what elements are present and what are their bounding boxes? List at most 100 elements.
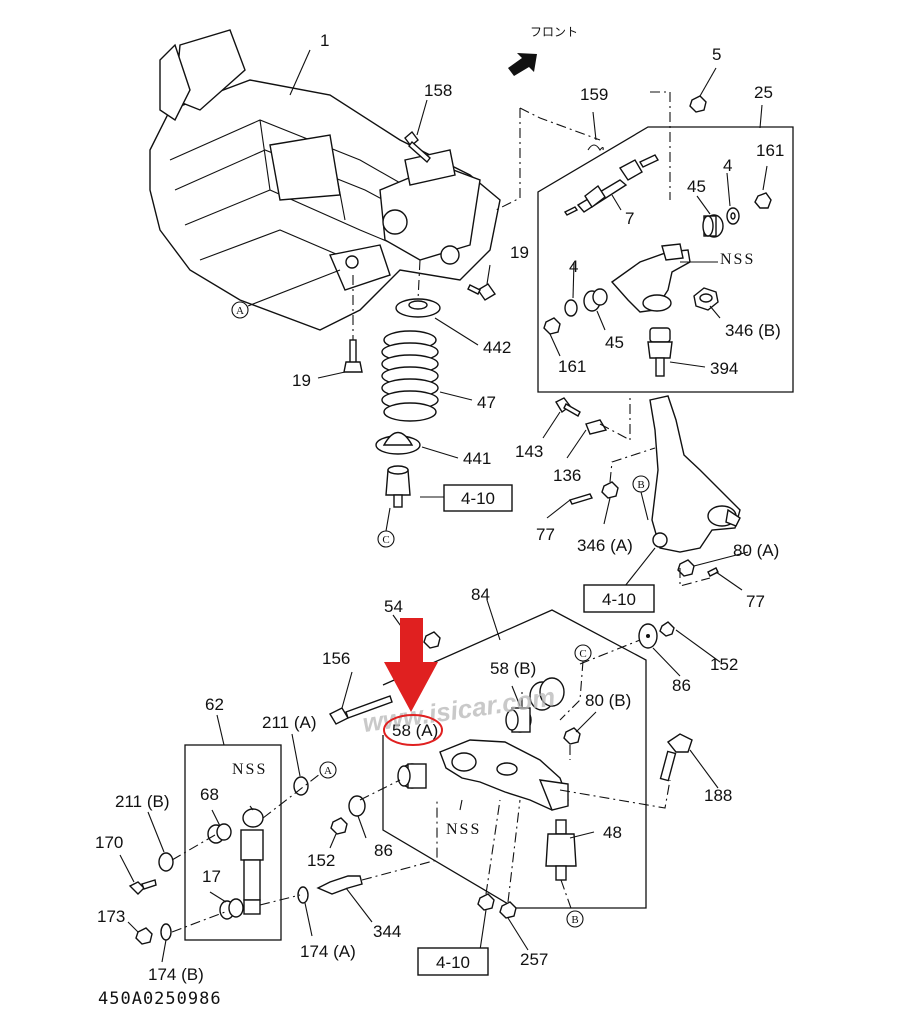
bushing-68 xyxy=(207,823,232,844)
callout-152-top: 152 xyxy=(710,655,738,674)
nut-80a xyxy=(677,559,695,577)
callout-48: 48 xyxy=(603,823,622,842)
callout-62: 62 xyxy=(205,695,224,714)
pin-77-right xyxy=(707,567,719,577)
nut-257 xyxy=(499,901,517,919)
nut-161-top xyxy=(754,192,772,209)
bushing-58a xyxy=(397,763,427,789)
callout-173: 173 xyxy=(97,907,125,926)
callout-188: 188 xyxy=(704,786,732,805)
callout-211a: 211 (A) xyxy=(262,713,317,732)
callout-4-top: 4 xyxy=(723,156,732,175)
callout-161-top: 161 xyxy=(756,141,784,160)
svg-text:C: C xyxy=(579,648,586,660)
callout-158: 158 xyxy=(424,81,452,100)
nut-152-top xyxy=(659,621,675,637)
callout-86-bottom: 86 xyxy=(374,841,393,860)
washer-86-bottom xyxy=(348,795,366,817)
ref-box-4-10-middle[interactable]: 4-10 xyxy=(583,584,655,613)
svg-text:4-10: 4-10 xyxy=(436,953,470,972)
upper-arm-frame-25 xyxy=(537,126,794,393)
bushing-58b xyxy=(505,707,532,733)
crossmember-frame xyxy=(149,29,501,331)
nut-5 xyxy=(689,95,707,113)
washer-4-top xyxy=(726,207,740,225)
callout-346b: 346 (B) xyxy=(725,321,781,340)
bushing-45-top xyxy=(702,214,724,238)
callout-159: 159 xyxy=(580,85,608,104)
bolt-344 xyxy=(316,875,363,895)
washer-86-top xyxy=(638,623,658,649)
callout-86-top: 86 xyxy=(672,676,691,695)
ref-box-4-10-top[interactable]: 4-10 xyxy=(443,484,513,512)
callout-5: 5 xyxy=(712,45,721,64)
connector-a-bottom: A xyxy=(319,761,337,779)
steering-knuckle xyxy=(649,395,741,553)
callout-174a: 174 (A) xyxy=(300,942,356,961)
callout-136: 136 xyxy=(553,466,581,485)
callout-170: 170 xyxy=(95,833,123,852)
callout-442: 442 xyxy=(483,338,511,357)
callout-19-right: 19 xyxy=(510,243,529,262)
connector-b-top: B xyxy=(632,475,650,493)
nss-label-upper-arm: NSS xyxy=(720,251,755,268)
nut-346a xyxy=(601,481,619,499)
front-label: フロント xyxy=(530,25,578,39)
callout-77-left: 77 xyxy=(536,525,555,544)
ref-box-4-10-bottom[interactable]: 4-10 xyxy=(417,947,489,976)
shaft-7 xyxy=(563,154,659,216)
highlight-ellipse xyxy=(383,714,443,746)
shock-frame-62 xyxy=(184,744,282,941)
shock-absorber xyxy=(240,808,264,915)
nut-4-10-bottom xyxy=(477,893,495,911)
bump-stopper-441 xyxy=(375,431,421,508)
callout-68: 68 xyxy=(200,785,219,804)
callout-54: 54 xyxy=(384,597,403,616)
nut-173 xyxy=(135,927,153,945)
nut-161-bottom xyxy=(543,317,561,335)
svg-text:A: A xyxy=(236,305,244,317)
nss-label-lower-arm: NSS xyxy=(446,821,481,838)
upper-arm xyxy=(610,243,691,313)
washer-174a xyxy=(297,886,309,904)
callout-58a: 58 (A) xyxy=(392,721,438,740)
ball-joint-48 xyxy=(545,819,577,881)
callout-84: 84 xyxy=(471,585,490,604)
callout-80a: 80 (A) xyxy=(733,541,779,560)
svg-text:C: C xyxy=(382,534,389,546)
svg-text:4-10: 4-10 xyxy=(461,489,495,508)
bolt-158 xyxy=(404,130,431,164)
svg-text:A: A xyxy=(324,765,332,777)
bolt-19-right xyxy=(467,283,497,301)
connector-c-top: C xyxy=(377,530,395,548)
front-arrow-icon xyxy=(508,53,537,76)
nut-152-bottom xyxy=(330,817,348,835)
callout-346a: 346 (A) xyxy=(577,536,633,555)
callout-45-top: 45 xyxy=(687,177,706,196)
callout-152-bottom: 152 xyxy=(307,851,335,870)
connector-b-bottom: B xyxy=(566,910,584,928)
washer-211a xyxy=(293,776,309,796)
callout-161-bottom: 161 xyxy=(558,357,586,376)
bushing-17 xyxy=(219,898,244,920)
svg-text:B: B xyxy=(571,914,578,926)
callout-19-bottom: 19 xyxy=(292,371,311,390)
svg-text:4-10: 4-10 xyxy=(602,590,636,609)
washer-4-bottom xyxy=(564,299,578,317)
callout-156: 156 xyxy=(322,649,350,668)
cotter-pin-159 xyxy=(587,144,604,151)
washer-174b xyxy=(160,923,172,941)
callout-344: 344 xyxy=(373,922,401,941)
bracket-188 xyxy=(659,733,693,782)
connector-a-top: A xyxy=(231,301,249,319)
nut-346b xyxy=(693,287,719,311)
callout-394: 394 xyxy=(710,359,738,378)
callout-77-right: 77 xyxy=(746,592,765,611)
coil-spring-47 xyxy=(381,330,439,422)
callout-17: 17 xyxy=(202,867,221,886)
bushing-45-bottom xyxy=(583,288,608,312)
lower-arm-frame-84 xyxy=(382,609,647,909)
callout-80b: 80 (B) xyxy=(585,691,631,710)
svg-text:B: B xyxy=(637,479,644,491)
washer-211b xyxy=(158,852,174,872)
